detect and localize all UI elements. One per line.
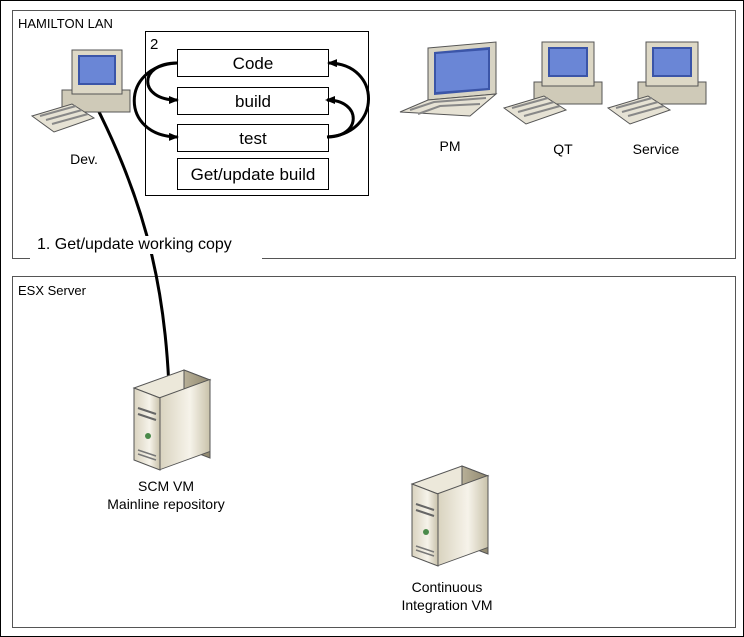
service-computer-icon [606, 41, 707, 125]
get-update-working-copy-label: 1. Get/update working copy [37, 236, 232, 254]
ci-server-icon [410, 465, 490, 567]
qt-computer-icon [502, 41, 603, 125]
pm-label: PM [439, 138, 461, 154]
service-label: Service [632, 141, 680, 157]
ci-vm-name-line2: Integration VM [401, 596, 493, 613]
get-working-copy-arrow [90, 96, 172, 421]
pm-laptop-icon [399, 41, 498, 117]
scm-vm-name: SCM VM [138, 478, 194, 494]
hamilton-lan-title: HAMILTON LAN [18, 16, 113, 31]
test-step-box: test [177, 124, 329, 152]
test-to-code-arrow [326, 59, 370, 139]
dev-label: Dev. [70, 151, 98, 167]
scm-server-icon [132, 369, 212, 471]
hamilton-lan-region [12, 10, 736, 259]
esx-server-region [12, 276, 736, 628]
workflow-step-number: 2 [150, 36, 159, 53]
code-to-test-arrow [132, 61, 179, 141]
scm-vm-label: SCM VM Mainline repository [84, 478, 248, 513]
get-update-build-box: Get/update build [177, 158, 329, 190]
ci-vm-label: Continuous Integration VM [382, 579, 512, 614]
ci-vm-name-line1: Continuous [411, 579, 483, 595]
qt-label: QT [553, 141, 573, 157]
dev-computer-icon [30, 49, 131, 133]
scm-vm-role: Mainline repository [107, 495, 225, 512]
esx-server-title: ESX Server [18, 283, 86, 298]
